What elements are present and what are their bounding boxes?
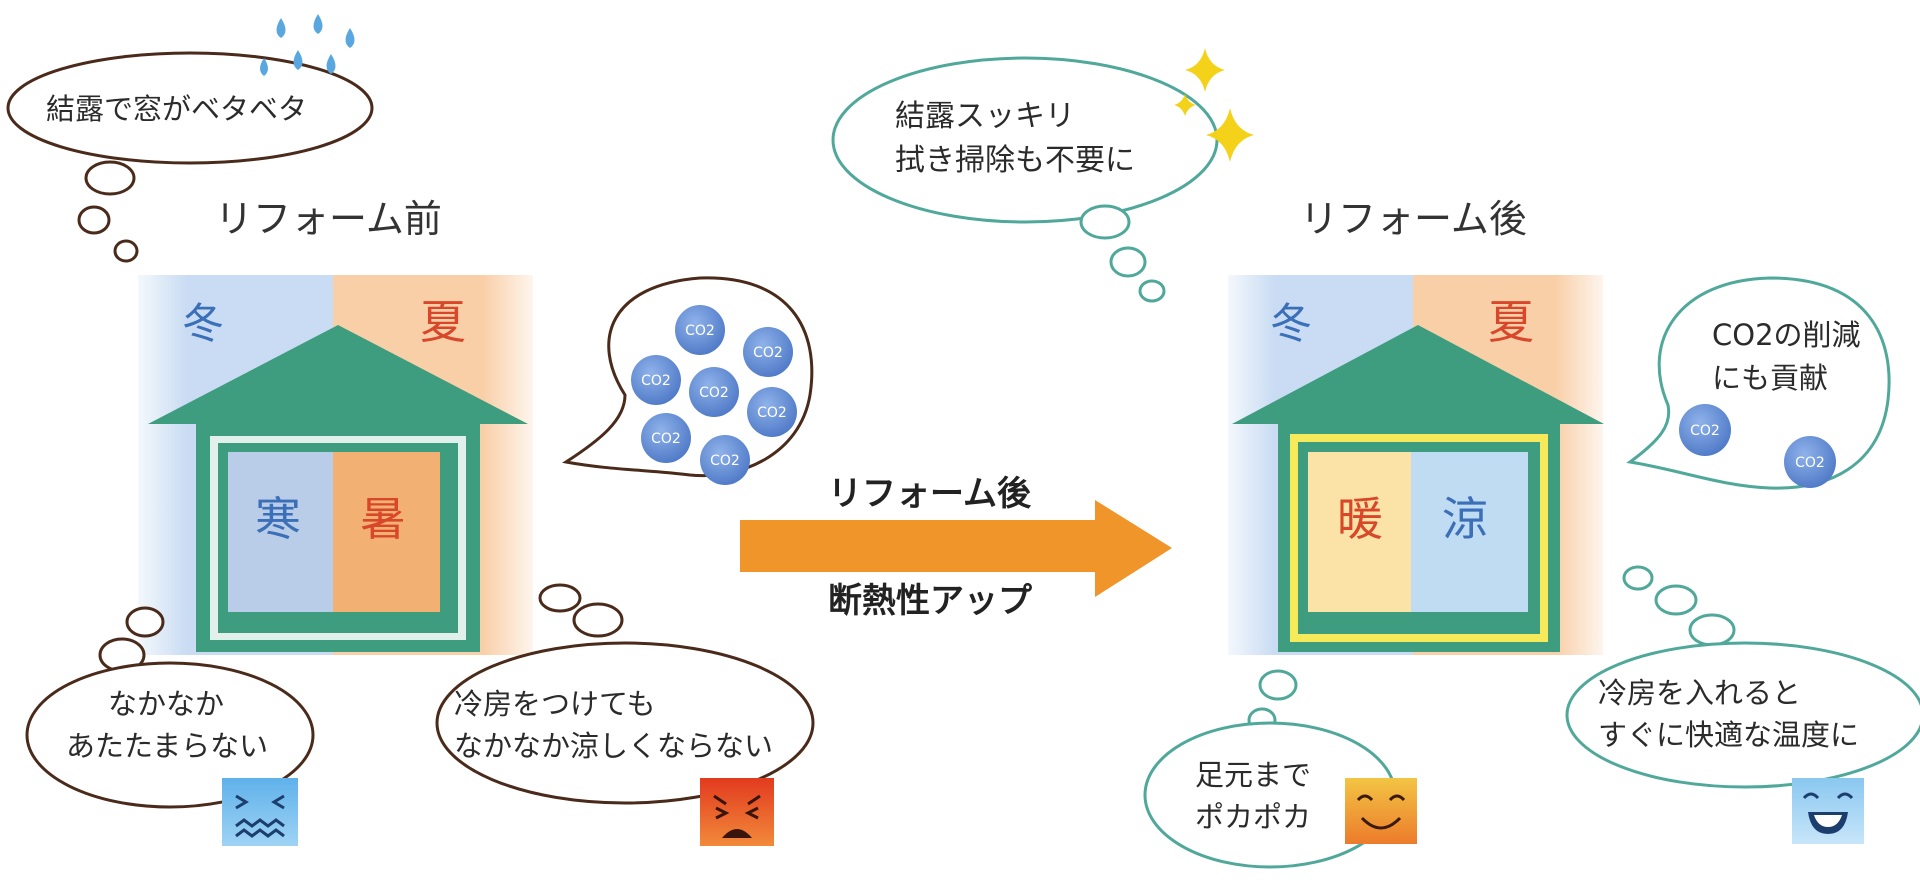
before-co2-bubble [562,276,814,478]
after-summer-bubble [1565,641,1920,789]
after-winter-label: 冬 [1270,299,1312,348]
arrow-shape [740,500,1172,597]
co2-molecule-label: CO2 [1795,455,1825,471]
before-winter-text-1: なかなか [108,687,224,721]
co2-molecule-label: CO2 [1690,423,1720,439]
arrow-top-label: リフォーム後 [828,474,1032,514]
co2-molecule-icon [747,387,797,437]
after-room-cool [1411,452,1528,612]
before-summer-dot-2 [572,602,624,638]
after-room-warm [1308,452,1411,612]
before-winter-dot-1 [125,606,165,638]
after-cool-label: 涼 [1442,492,1488,546]
before-section: リフォーム前 冬 夏 寒 暑 結露で窓がベタベタ CO [6,14,815,846]
reform-arrow: リフォーム後 断熱性アップ [740,474,1172,621]
smiling-warm-face-icon [1345,778,1417,844]
co2-molecule-icon [641,413,691,463]
before-summer-text-1: 冷房をつけても [454,687,656,721]
sparkle-icon [1174,48,1254,162]
before-room-cold [228,452,333,612]
water-drops-icon [260,14,355,76]
co2-molecule-icon [675,305,725,355]
co2-molecule-label: CO2 [710,453,740,469]
co2-molecule-icon [631,355,681,405]
freezing-face-icon [222,778,298,846]
before-condensation-dot-2 [77,205,111,235]
before-condensation-text: 結露で窓がベタベタ [46,92,307,126]
after-house-roof [1232,325,1604,424]
grinning-cool-face-icon [1792,778,1864,844]
after-title: リフォーム後 [1300,197,1527,241]
after-condensation-dot-2 [1109,246,1147,278]
co2-molecule-label: CO2 [757,405,787,421]
after-summer-dot-2 [1654,584,1698,616]
before-condensation-bubble [6,51,374,165]
before-room-hot [333,452,440,612]
before-condensation-dot-3 [113,239,139,263]
before-condensation-dot-1 [84,160,136,196]
co2-molecule-label: CO2 [685,323,715,339]
co2-molecule-label: CO2 [641,373,671,389]
after-condensation-text-2: 拭き掃除も不要に [895,143,1135,178]
before-cold-label: 寒 [255,492,301,546]
co2-molecule-icon [700,435,750,485]
after-winter-text-2: ポカポカ [1195,800,1311,834]
co2-molecule-icon [689,367,739,417]
after-summer-text-2: すぐに快適な温度に [1598,718,1859,752]
before-summer-bubble [435,641,815,805]
before-winter-label: 冬 [182,299,224,348]
after-summer-label: 夏 [1488,295,1534,349]
after-summer-text-1: 冷房を入れると [1598,676,1801,710]
before-summer-label: 夏 [420,295,466,349]
co2-molecule-label: CO2 [753,345,783,361]
before-winter-text-2: あたたまらない [66,729,268,763]
after-warm-label: 暖 [1337,492,1383,546]
co2-molecule-label: CO2 [651,431,681,447]
after-condensation-dot-1 [1079,204,1131,240]
angry-hot-face-icon [700,778,774,846]
after-co2-text-2: にも貢献 [1712,361,1828,395]
after-condensation-dot-3 [1138,279,1166,303]
before-title: リフォーム前 [215,197,442,241]
after-condensation-text-1: 結露スッキリ [895,99,1075,134]
co2-molecule-icon [1784,436,1836,488]
after-co2-text-1: CO2の削減 [1712,318,1861,352]
before-hot-label: 暑 [360,492,406,546]
co2-molecule-label: CO2 [699,385,729,401]
after-summer-dot-3 [1688,613,1736,647]
after-section: リフォーム後 冬 夏 暖 涼 結露スッキリ 拭き掃除も不要に CO2の削減 にも… [831,48,1920,869]
before-summer-dot-1 [538,583,582,613]
after-summer-dot-1 [1622,565,1654,591]
before-summer-text-2: なかなか涼しくならない [454,729,773,763]
before-winter-bubble [25,661,315,809]
co2-molecule-icon [743,327,793,377]
after-winter-dot-1 [1258,669,1298,701]
co2-molecule-icon [1679,404,1731,456]
arrow-bottom-label: 断熱性アップ [828,581,1032,621]
after-winter-text-1: 足元まで [1195,758,1311,792]
before-house-roof [148,325,528,424]
after-condensation-bubble [831,56,1219,224]
